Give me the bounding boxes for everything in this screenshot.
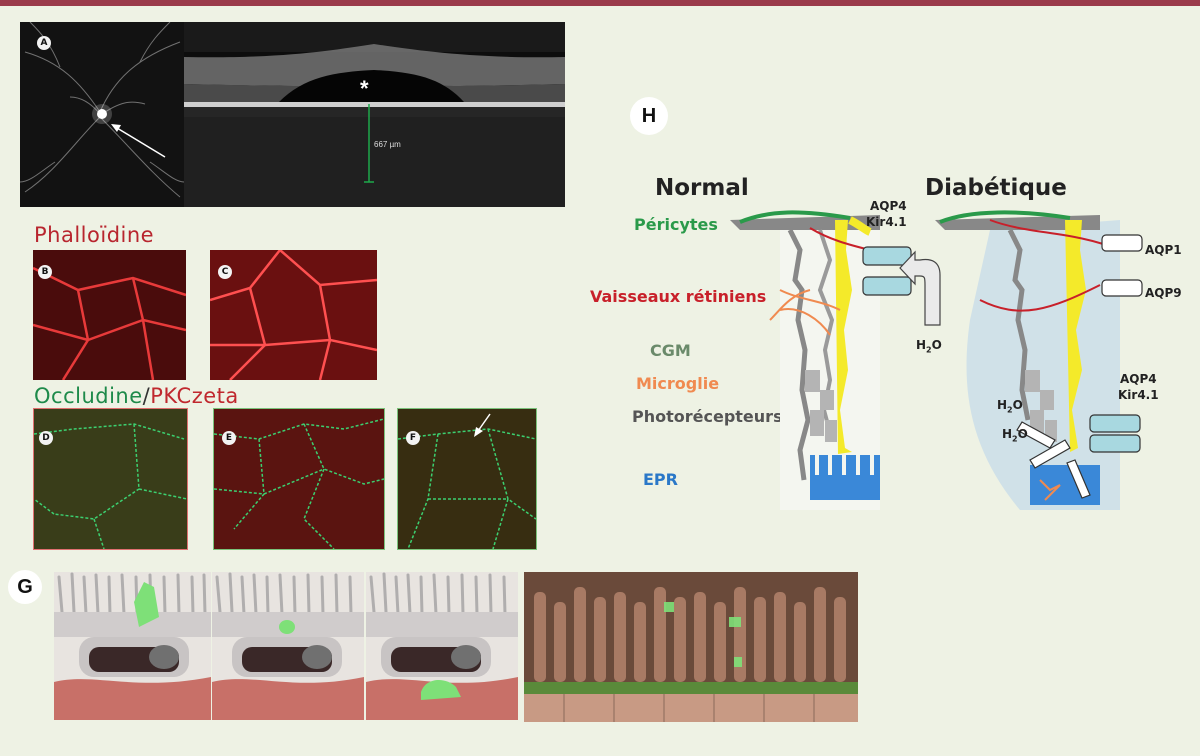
slash-label: / [142, 384, 151, 408]
legend-rpe: EPR [643, 470, 678, 489]
water-label-diabetic-2: H2O [1002, 427, 1028, 444]
render-g-2 [212, 572, 364, 720]
legend-pericytes: Péricytes [634, 215, 718, 234]
render-g-1 [54, 572, 211, 720]
occludine-pkczeta-label: Occludine/PKCzeta [34, 384, 239, 408]
oct-scan: * 667 µm [184, 22, 565, 207]
diabetic-column [935, 210, 1143, 510]
top-accent-bar [0, 0, 1200, 6]
occludine-image-e: E [213, 408, 385, 550]
legend-vessels: Vaisseaux rétiniens [590, 287, 767, 306]
occludine-label: Occludine [34, 384, 143, 408]
kir41-label-bottom: Kir4.1 [1118, 388, 1159, 402]
oct-asterisk: * [360, 76, 369, 101]
occludine-image-d: D [33, 408, 188, 550]
phalloidine-label: Phalloïdine [34, 223, 155, 247]
panel-g-badge: G [8, 570, 42, 604]
water-label-normal: H2O [916, 338, 942, 355]
water-label-diabetic-1: H2O [997, 398, 1023, 415]
legend-photoreceptors: Photorécepteurs [632, 407, 783, 426]
occludine-image-f: F [397, 408, 537, 550]
panel-b-badge: B [38, 265, 52, 279]
angiography-image: A [20, 22, 184, 207]
panel-h-badge: H [630, 97, 668, 135]
retina-diagram [730, 210, 1143, 510]
kir41-label-top: Kir4.1 [866, 215, 907, 229]
aqp4-label-top: AQP4 [870, 199, 907, 213]
panel-f-badge: F [406, 431, 420, 445]
panel-d-badge: D [39, 431, 53, 445]
normal-title: Normal [655, 175, 749, 201]
render-g-3 [366, 572, 518, 720]
panel-e-badge: E [222, 431, 236, 445]
panel-c-badge: C [218, 265, 232, 279]
aqp4-label-bottom: AQP4 [1120, 372, 1157, 386]
aqp9-label: AQP9 [1145, 286, 1182, 300]
phalloidine-image-c: C [210, 250, 377, 380]
render-g-4 [524, 572, 858, 722]
legend-microglia: Microglie [636, 374, 720, 393]
aqp1-label: AQP1 [1145, 243, 1182, 257]
normal-column [730, 210, 941, 510]
pkczeta-label: PKCzeta [150, 384, 239, 408]
legend-cgm: CGM [650, 341, 691, 360]
diabetic-title: Diabétique [925, 175, 1067, 201]
panel-a-badge: A [37, 36, 51, 50]
phalloidine-image-b: B [33, 250, 186, 380]
oct-thickness-label: 667 µm [374, 140, 401, 149]
